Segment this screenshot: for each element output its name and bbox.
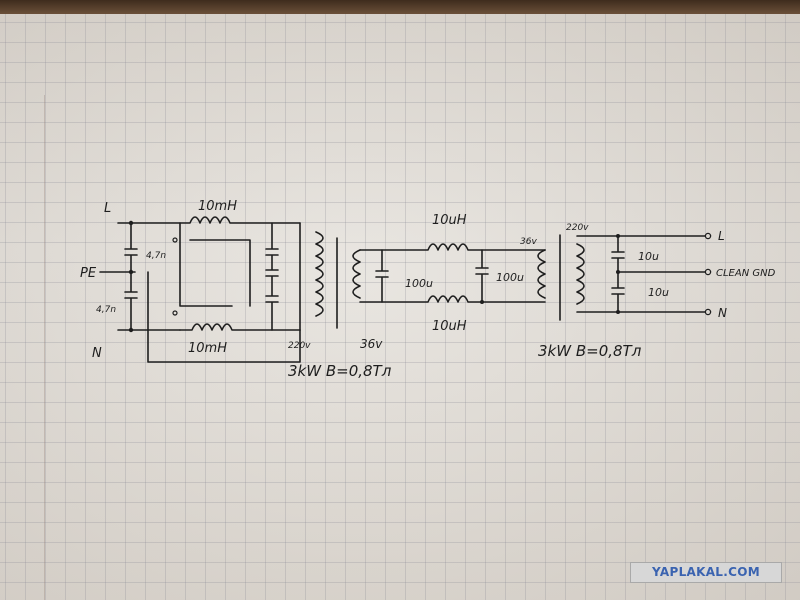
junction-dot	[128, 327, 134, 333]
label-rating-1: 3kW B=0,8Tл	[288, 362, 392, 380]
label-choke-top: 10mH	[198, 199, 237, 214]
label-cap-bottom: 4,7n	[96, 305, 116, 315]
wire-loop-bottom	[147, 271, 301, 363]
phase-dot	[172, 237, 178, 243]
label-cap-out-bottom: 10u	[648, 286, 669, 299]
x-capacitors	[265, 222, 279, 331]
label-inductor-top: 10uH	[432, 213, 467, 228]
label-volt-primary: 220v	[288, 341, 311, 351]
output-section: 10u 10u L CLEAN GND N	[576, 229, 776, 320]
transformer-2: 220v 3kW B=0,8Tл	[537, 223, 642, 360]
capacitor-left	[375, 249, 389, 303]
transformer-2-secondary-coil	[576, 243, 585, 305]
label-220v-secondary: 220v	[566, 223, 589, 233]
label-rating-2: 3kW B=0,8Tл	[538, 342, 642, 360]
label-cap-right: 100u	[496, 271, 524, 284]
label-clean-gnd: CLEAN GND	[716, 268, 776, 279]
label-L-input: L	[104, 201, 111, 216]
terminal-gnd	[704, 268, 712, 276]
choke-coil-top	[179, 216, 301, 224]
label-cap-out-top: 10u	[638, 250, 659, 263]
inductor-bottom	[359, 295, 546, 303]
junction-dot	[128, 269, 134, 275]
junction-dot	[616, 310, 620, 314]
label-PE: PE	[80, 266, 97, 281]
label-cap-top: 4,7n	[146, 251, 166, 261]
inductor-top	[359, 243, 546, 251]
wire-loop-mid	[179, 222, 233, 307]
graph-paper-grid	[0, 14, 800, 600]
transformer-1-primary-coil	[315, 231, 324, 317]
label-cap-left: 100u	[405, 277, 433, 290]
choke-core-frame	[189, 239, 251, 307]
input-filter: L PE N 4,7n 4,7n 10mH 10mH 220v	[80, 199, 311, 363]
junction-dot	[128, 220, 134, 226]
choke-coil-bottom	[179, 323, 301, 331]
label-N-output: N	[718, 306, 727, 320]
label-choke-bottom: 10mH	[188, 341, 227, 356]
paper-margin-line	[44, 95, 45, 600]
terminal-N	[704, 308, 712, 316]
label-36v-right: 36v	[520, 237, 537, 247]
junction-dot	[616, 270, 620, 274]
graph-paper-sheet	[0, 14, 800, 600]
transformer-1-secondary-coil	[352, 249, 361, 299]
phase-dot	[172, 310, 178, 316]
transformer-2-primary-coil	[537, 249, 546, 299]
terminal-L	[704, 232, 712, 240]
y-capacitors	[124, 222, 138, 331]
capacitor-right	[475, 249, 489, 303]
transformer-1: 36v 3kW B=0,8Tл	[288, 231, 392, 380]
label-L-output: L	[718, 229, 725, 243]
label-N-input: N	[92, 346, 102, 361]
label-inductor-bottom: 10uH	[432, 319, 467, 334]
label-36v-secondary: 36v	[360, 337, 383, 351]
middle-filter: 100u 100u 10uH 10uH 36v	[359, 213, 546, 334]
junction-dot	[616, 234, 620, 238]
site-watermark: YAPLAKAL.COM	[630, 562, 782, 583]
junction-dot	[480, 300, 484, 304]
